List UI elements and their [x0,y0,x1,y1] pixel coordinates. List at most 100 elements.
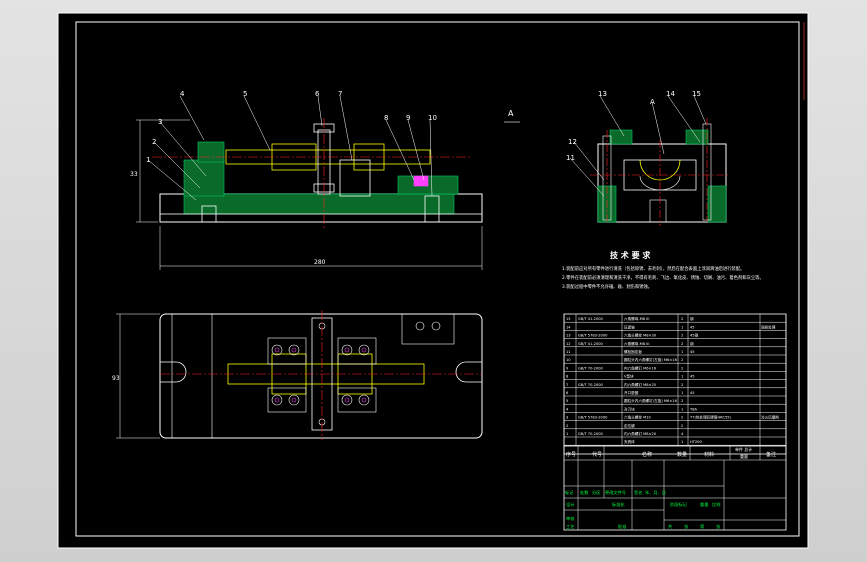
bom-cell-mat: 钢 [690,316,694,321]
bom-header-mat: 材料 [704,451,714,458]
bom-cell-mat: T8A [689,407,697,411]
bom-cell-qty: 2 [681,416,683,420]
tech-title: 技 术 要 求 [610,250,651,260]
tech-line-2: 2.零件在装配前必须清理和清洗干净，不得有毛刺、飞边、氧化皮、锈蚀、切屑、油污、… [562,274,764,281]
bom-cell-std: GB/T 5783-2000 [578,416,608,420]
bom-cell-no: 1 [566,432,568,436]
bom-cell-mat: 45 [690,350,695,354]
top-outline [159,313,483,439]
callout-front-4: 4 [180,90,185,98]
bom-cell-mat: 45 [690,391,695,395]
bom-cell-name: 内六角螺钉 M8×25 [624,382,656,387]
bom-cell-name: 圆柱头内六角螺钉(左旋) M6×16 [624,398,678,403]
bom-header-weight2: 重量 [740,453,748,459]
callout-side-13: 13 [598,90,607,98]
bom-cell-name: 螺栓固定板 [624,349,642,354]
bom-cell-note: 调质处理 [761,324,776,329]
tb-mark: 标记 [565,489,574,496]
bom-cell-no: 6 [566,391,569,395]
tb-review: 审核 [566,515,575,522]
base-hatch [183,193,455,215]
bom-cell-name: 六角螺母-M8 III [624,316,649,321]
bom-cell-qty: 1 [681,407,683,411]
bom-cell-std: GB/T 70-2000 [578,383,604,387]
sheet-border [57,12,809,549]
tb-stage: 阶段标记 [670,501,688,508]
bom-cell-mat: HT200 [690,440,702,444]
bom-cell-qty: 2 [681,342,683,346]
dim-overall-width: 280 [314,259,326,266]
bom-header-no: 序号 [566,451,576,458]
bom-cell-std: GB/T 41-2000 [578,342,604,346]
top-view [116,310,483,440]
tb-approve: 批准 [618,523,626,530]
bom-cell-mat: 45 [690,375,695,379]
bom-header-name: 名称 [642,451,652,458]
tb-scale: 比例 [712,501,720,508]
left-block [183,159,225,197]
bom-cell-mat: 45 [690,325,695,329]
bom-cell-name: 六角头螺栓 M8×30 [624,333,657,338]
tb-change-doc: 更改文件号 [605,489,626,496]
bom-cell-mat: T7(热处理后硬度HRC55) [689,415,732,420]
bom-cell-name: 压紧轴 [624,324,635,329]
side-view [569,95,730,226]
tech-line-1: 1.装配前应对所有零件进行清洗（包括除锈、去毛刺），然后在配合表面上涂润滑油后进… [562,265,744,272]
front-view [136,95,483,270]
bom-cell-no: 8 [566,375,569,379]
bom-cell-name: 夹具体 [624,439,635,444]
bom-cell-std: GB/T 41-2000 [578,317,604,321]
bom-cell-name: V型块 [624,374,634,379]
bom-cell-qty: 1 [681,440,683,444]
bom-cell-no: 3 [566,416,568,420]
bom-cell-qty: 1 [681,350,683,354]
callout-front-3: 3 [158,118,162,126]
bom-cell-std: GB/T 70-2000 [578,432,604,436]
bom-header-weight: 单件 总计 [735,446,752,452]
callout-side-12: 12 [568,138,577,146]
callout-side-15: 15 [692,90,701,98]
bom-cell-std: GB/T 70-2000 [578,366,604,370]
bom-cell-qty: 2 [681,358,683,362]
bom-cell-name: 内六角螺钉 M6×16 [624,365,657,370]
tb-process: 工艺 [566,524,574,529]
bom-cell-name: 圆柱头内六角螺钉(左旋) M6×16 [624,357,678,362]
bom-cell-name: 内六角螺钉 M8×20 [624,431,657,436]
bom-cell-name: 对刀块 [624,406,635,411]
bom-cell-no: 9 [566,366,569,370]
bom-cell-mat: 45钢 [690,333,699,338]
tb-sheet: 张 [684,523,689,530]
bom-cell-qty: 2 [681,317,683,321]
callout-front-9: 9 [406,114,410,122]
bom-cell-name: 六角头螺栓 M10 [624,415,651,420]
callout-side-11: 11 [566,154,575,162]
callout-front-6: 6 [315,90,320,98]
title-block [563,445,787,531]
dim-height: 33 [130,171,138,178]
bom-cell-qty: 4 [681,432,684,436]
bom-cell-no: 12 [566,342,571,346]
bom-cell-no: 10 [566,358,571,362]
bom-table: 1 5 GB/T 41-2000 六角螺母-M8 III 2 钢 1 4 压紧轴 1 45 调质处理 1… [563,313,787,455]
bom-cell-name: 开口垫圈 [624,390,639,395]
tb-zone: 分区 [592,489,600,496]
bom-cell-no: 4 [566,407,569,411]
callout-front-7: 7 [338,90,342,98]
bom-cell-qty: 2 [681,424,683,428]
bom-cell-qty: 2 [681,399,683,403]
callout-side-a: A [650,98,655,106]
tb-count: 处数 [580,489,589,496]
bolt-circles [271,321,441,426]
tb-date: 年、月、日 [645,489,666,496]
bom-header-std: 代号 [592,451,602,458]
section-label: A [508,109,514,118]
bom-cell-qty: 2 [681,334,683,338]
bom-cell-no: 13 [566,334,571,338]
callout-front-8: 8 [384,114,388,122]
bom-cell-no: 5 [566,399,568,403]
bom-cell-qty: 1 [681,375,683,379]
callout-front-10: 10 [428,114,437,122]
bom-cell-qty: 2 [681,383,683,387]
bom-cell-note: 淬火后磨削 [761,415,779,420]
